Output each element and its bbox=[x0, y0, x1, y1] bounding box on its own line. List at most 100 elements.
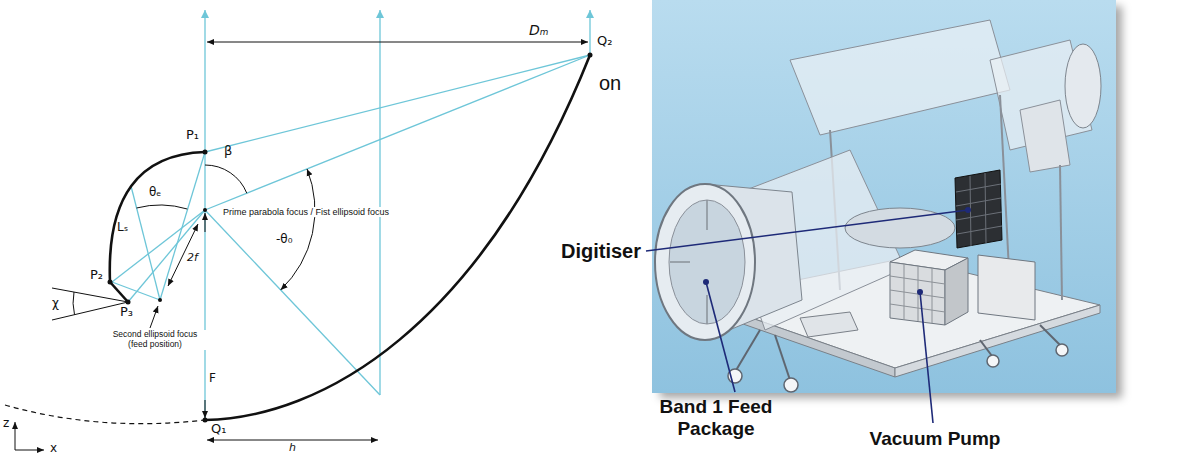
callout-label: Digitiser bbox=[561, 240, 641, 263]
angle-arcs bbox=[52, 288, 128, 302]
instrument-render bbox=[932, 268, 933, 323]
point-label: Q₁ bbox=[211, 422, 226, 437]
dimension-label: h bbox=[288, 442, 297, 455]
instrument-render bbox=[955, 170, 1002, 248]
instrument-render bbox=[728, 344, 1068, 392]
callout-label: Band 1 Feed Package bbox=[646, 396, 786, 440]
instrument-render bbox=[904, 264, 905, 320]
dimension-lines bbox=[205, 213, 206, 232]
angle-label: β bbox=[224, 144, 232, 159]
ray-lines bbox=[112, 10, 590, 420]
instrument-render bbox=[1020, 100, 1070, 172]
instrument-render bbox=[956, 198, 1001, 206]
angle-label: -θ₀ bbox=[276, 233, 292, 247]
axis-label: z bbox=[3, 417, 9, 431]
instrument-render bbox=[956, 173, 1002, 246]
length-label: 2f bbox=[187, 252, 198, 265]
point-dots bbox=[108, 280, 113, 285]
instrument-render bbox=[735, 325, 1060, 380]
angle-arcs bbox=[73, 292, 74, 315]
dimension-lines bbox=[207, 42, 588, 43]
length-label: Lₛ bbox=[117, 221, 128, 235]
instrument-render bbox=[980, 340, 992, 356]
leader-lines bbox=[706, 282, 735, 392]
ray-lines bbox=[205, 55, 590, 210]
leader-lines bbox=[920, 292, 933, 423]
instrument-render bbox=[987, 355, 999, 367]
point-dots bbox=[203, 418, 208, 423]
instrument-render bbox=[956, 184, 1001, 192]
dimension-lines bbox=[205, 400, 206, 418]
axis-label: x bbox=[50, 442, 57, 456]
point-dots bbox=[158, 298, 162, 302]
instrument-render bbox=[978, 255, 1035, 320]
ray-lines bbox=[112, 210, 205, 282]
angle-arcs bbox=[52, 302, 128, 320]
ray-lines bbox=[160, 152, 205, 300]
instrument-render bbox=[652, 0, 1122, 398]
instrument-render bbox=[784, 378, 798, 392]
instrument-render bbox=[670, 261, 690, 263]
reflector-curves bbox=[205, 55, 590, 420]
dimension-lines bbox=[168, 224, 198, 286]
leader-dots bbox=[917, 289, 923, 295]
dimension-label: Dₘ bbox=[528, 22, 550, 38]
focus-note: Second ellipsoid focus (feed position) bbox=[104, 330, 206, 350]
instrument-render bbox=[1056, 344, 1068, 356]
leader-lines bbox=[646, 210, 968, 423]
instrument-render bbox=[669, 200, 745, 324]
leader-lines bbox=[646, 210, 968, 251]
leader-dots bbox=[703, 207, 971, 295]
ray-lines bbox=[379, 10, 380, 395]
point-label: P₁ bbox=[186, 128, 199, 143]
point-label: Q₂ bbox=[597, 34, 612, 49]
dimension-lines bbox=[207, 440, 378, 441]
ray-lines bbox=[204, 10, 205, 420]
length-label: F bbox=[209, 372, 216, 386]
callout-label: Vacuum Pump bbox=[870, 428, 1001, 450]
instrument-render bbox=[790, 20, 1010, 135]
ray-lines bbox=[205, 210, 380, 395]
reflector-curves bbox=[5, 405, 205, 424]
instrument-render bbox=[1060, 165, 1062, 300]
instrument-render bbox=[890, 262, 945, 325]
point-label: P₃ bbox=[120, 305, 133, 320]
instrument-render bbox=[706, 295, 708, 324]
instrument-render bbox=[652, 0, 1116, 393]
reflector-curves bbox=[5, 55, 590, 424]
text-fragment: on bbox=[599, 72, 621, 95]
angle-arcs bbox=[52, 165, 315, 320]
coordinate-axes bbox=[15, 422, 44, 450]
instrument-render bbox=[985, 173, 986, 243]
angle-arcs bbox=[205, 165, 247, 193]
angle-label: χ bbox=[52, 297, 59, 311]
point-dots bbox=[588, 53, 593, 58]
point-dots bbox=[203, 150, 208, 155]
focus-note: Prime parabola focus / Fist ellipsoid fo… bbox=[222, 207, 390, 217]
coordinate-axes bbox=[15, 422, 16, 450]
instrument-render bbox=[1040, 325, 1060, 345]
instrument-render bbox=[775, 335, 790, 380]
ray-lines bbox=[131, 186, 160, 300]
point-dots bbox=[203, 208, 207, 212]
point-label: P₂ bbox=[90, 268, 103, 283]
angle-arcs bbox=[137, 205, 188, 209]
dimension-lines bbox=[150, 306, 158, 328]
instrument-render bbox=[655, 184, 755, 340]
leader-dots bbox=[965, 207, 971, 213]
angle-arcs bbox=[281, 169, 315, 290]
point-dots bbox=[108, 53, 593, 423]
reflector-curves bbox=[110, 152, 205, 282]
instrument-render bbox=[735, 330, 760, 372]
instrument-render bbox=[890, 264, 945, 323]
ray-lines bbox=[128, 210, 205, 302]
ray-lines bbox=[205, 55, 590, 152]
instrument-render bbox=[956, 212, 1002, 220]
coordinate-axes bbox=[15, 450, 44, 451]
leader-dots bbox=[703, 279, 709, 285]
ray-lines bbox=[589, 10, 590, 55]
instrument-render bbox=[706, 200, 708, 230]
instrument-render bbox=[957, 226, 1002, 234]
angle-label: θₑ bbox=[149, 186, 161, 200]
